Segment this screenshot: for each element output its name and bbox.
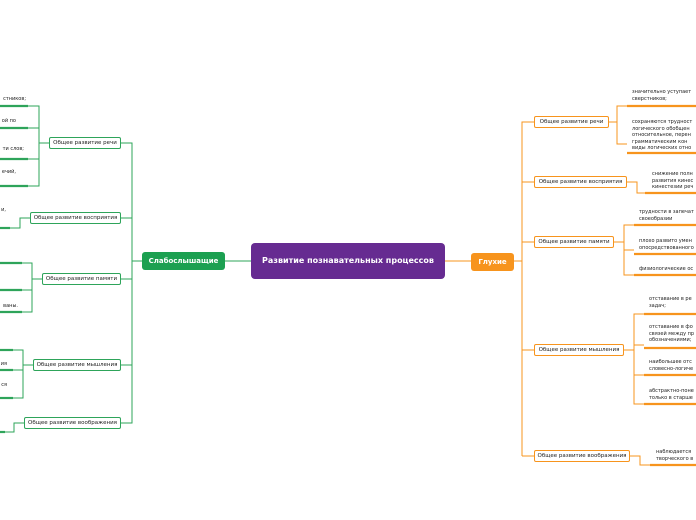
- right-subtopic-memory[interactable]: Общее развитие памяти: [534, 236, 614, 248]
- left-speech-leaf-1[interactable]: стников;: [3, 96, 26, 102]
- left-subtopic-speech[interactable]: Общее развитие речи: [49, 137, 121, 149]
- right-connectors: [445, 105, 650, 466]
- branch-hard-of-hearing[interactable]: Слабослышащие: [142, 252, 225, 270]
- right-memory-leaf-3[interactable]: физиологические ос: [639, 266, 694, 272]
- left-perception-leaf-1[interactable]: и,: [1, 207, 6, 213]
- left-subtopic-memory[interactable]: Общее развитие памяти: [42, 273, 121, 285]
- right-speech-leaf-1[interactable]: значительно уступает сверстников;: [632, 89, 692, 102]
- left-subtopic-imagination[interactable]: Общее развитие воображения: [24, 417, 121, 429]
- right-thinking-leaf-3[interactable]: наибольшее отс словесно-логиче: [649, 359, 694, 372]
- right-perception-leaf-1[interactable]: снижение полн развития кинес кинестезии …: [652, 171, 694, 190]
- right-thinking-leaf-1[interactable]: отставание в ре задач;: [649, 296, 692, 309]
- left-thinking-leaf-1[interactable]: ия: [0, 361, 7, 367]
- right-thinking-leaf-4[interactable]: абстрактно-поне только в старше: [649, 388, 694, 401]
- branch-deaf[interactable]: Глухие: [471, 253, 514, 271]
- right-memory-leaf-2[interactable]: плохо развито умен опосредствованного: [639, 238, 694, 251]
- left-speech-leaf-3[interactable]: ти слов;: [2, 146, 24, 152]
- left-subtopic-perception[interactable]: Общее развитие восприятия: [30, 212, 121, 224]
- left-speech-leaf-4[interactable]: ечий,: [1, 169, 16, 175]
- left-leaf-underlines: [0, 104, 28, 434]
- central-topic[interactable]: Развитие познавательных процессов: [251, 243, 445, 279]
- right-leaf-underlines: [627, 104, 696, 467]
- right-speech-leaf-2[interactable]: сохраняются трудност логического обобщен…: [632, 119, 693, 151]
- right-subtopic-perception[interactable]: Общее развитие восприятия: [534, 176, 627, 188]
- right-memory-leaf-1[interactable]: трудности в запечат своеобразии: [639, 209, 694, 222]
- right-subtopic-speech[interactable]: Общее развитие речи: [534, 116, 609, 128]
- left-thinking-leaf-2[interactable]: ся: [1, 382, 7, 388]
- left-speech-leaf-2[interactable]: ой по: [1, 118, 16, 124]
- right-subtopic-imagination[interactable]: Общее развитие воображения: [534, 450, 630, 462]
- left-memory-leaf-1[interactable]: ваны.: [3, 303, 18, 309]
- right-subtopic-thinking[interactable]: Общее развитие мышления: [534, 344, 624, 356]
- right-thinking-leaf-2[interactable]: отставание в фо связей между пр обозначе…: [649, 324, 695, 343]
- left-subtopic-thinking[interactable]: Общее развитие мышления: [33, 359, 121, 371]
- right-imagination-leaf-1[interactable]: наблюдается творческого в: [656, 449, 694, 462]
